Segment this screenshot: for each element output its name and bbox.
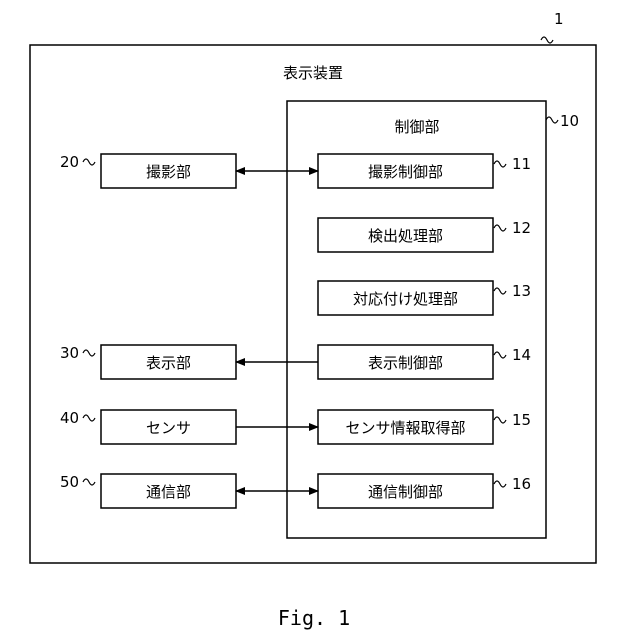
leader-14: [494, 352, 506, 358]
ref-40: 40: [60, 409, 79, 427]
leader-40: [83, 415, 95, 421]
ref-14: 14: [512, 346, 531, 364]
ref-13: 13: [512, 282, 531, 300]
leader-16: [494, 481, 506, 487]
ref-16: 16: [512, 475, 531, 493]
ref-50: 50: [60, 473, 79, 491]
display-unit-label: 表示部: [101, 345, 236, 379]
display-control-label: 表示制御部: [318, 345, 493, 379]
ref-1: 1: [554, 10, 564, 28]
sensor-label: センサ: [101, 410, 236, 444]
ref-15: 15: [512, 411, 531, 429]
ref-12: 12: [512, 219, 531, 237]
ref-11: 11: [512, 155, 531, 173]
display-device-title: 表示装置: [283, 64, 343, 82]
leader-30: [83, 350, 95, 356]
ref-30: 30: [60, 344, 79, 362]
imaging-unit-label: 撮影部: [101, 154, 236, 188]
leader-10: [546, 117, 558, 123]
imaging-control-label: 撮影制御部: [318, 154, 493, 188]
leader-11: [494, 161, 506, 167]
figure-caption: Fig. 1: [278, 606, 350, 630]
communication-control-label: 通信制御部: [318, 474, 493, 508]
leader-1: [541, 37, 553, 43]
communication-unit-label: 通信部: [101, 474, 236, 508]
leader-12: [494, 225, 506, 231]
sensor-info-acquisition-label: センサ情報取得部: [318, 410, 493, 444]
ref-10: 10: [560, 112, 579, 130]
detection-processing-label: 検出処理部: [318, 218, 493, 252]
leader-50: [83, 479, 95, 485]
leader-13: [494, 288, 506, 294]
control-unit-title: 制御部: [394, 118, 439, 136]
ref-20: 20: [60, 153, 79, 171]
association-processing-label: 対応付け処理部: [318, 281, 493, 315]
leader-20: [83, 159, 95, 165]
leader-15: [494, 417, 506, 423]
